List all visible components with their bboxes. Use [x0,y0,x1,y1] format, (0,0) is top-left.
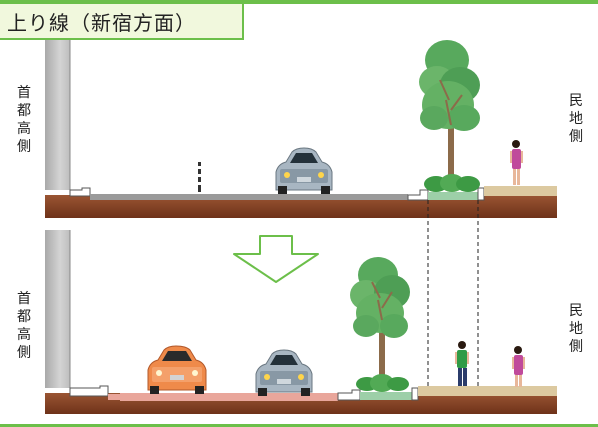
expressway-wall [45,40,70,190]
title-tab: 上り線（新宿方面） [0,4,244,40]
roadway [120,393,338,401]
car-orange [147,345,207,394]
sidewalk [418,386,557,396]
sidewalk [484,186,557,196]
tree-top [419,40,480,192]
bollard [198,162,201,192]
label-private-land-side-bottom: 民地側 [569,303,583,355]
curb-left [69,385,109,397]
expressway-wall [45,230,70,388]
curb-left [69,187,91,197]
roadway [90,194,408,200]
bottom-section [45,230,557,414]
down-arrow-icon [233,235,319,283]
soil [45,195,557,218]
pedestrian-woman [512,346,525,387]
tree-bottom [350,257,410,392]
top-section [45,40,557,218]
curb-center [337,389,361,401]
curb-center [407,189,429,201]
diagram-title: 上り線（新宿方面） [7,10,196,35]
pedestrian-top [510,140,523,185]
label-expressway-side-top: 首都高側 [17,85,31,155]
label-private-land-side-top: 民地側 [569,93,583,145]
planting-strip [428,192,478,200]
label-expressway-side-bottom: 首都高側 [17,291,31,361]
planting-strip [360,392,412,400]
pedestrian-man [455,341,469,386]
car-silver-top [275,147,333,194]
car-silver-bottom [255,349,313,396]
